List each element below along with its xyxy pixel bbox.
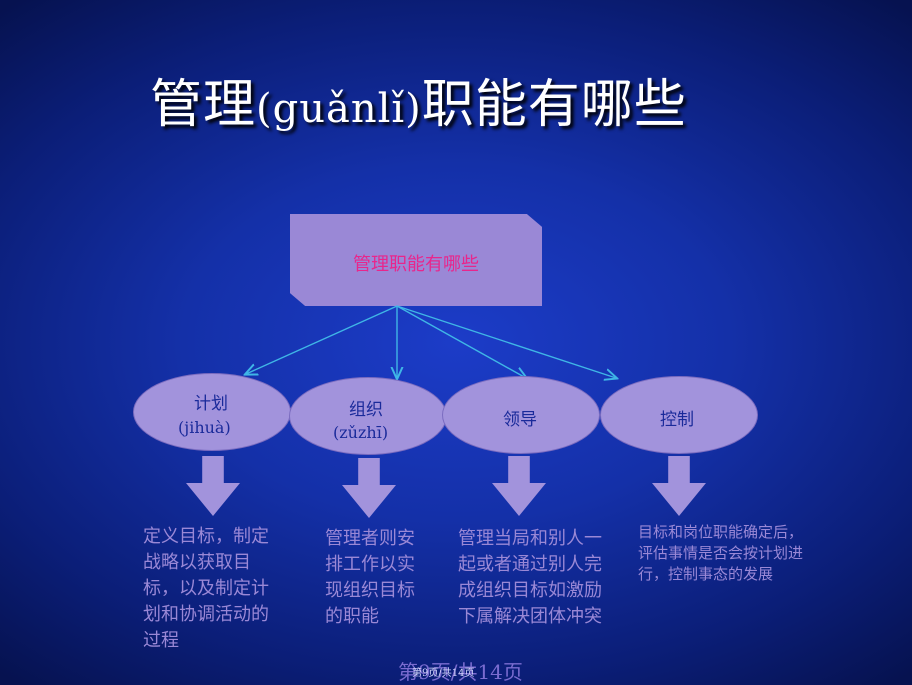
page-title: 管理(guǎnlǐ)职能有哪些 xyxy=(150,62,687,137)
desc-plan: 定义目标，制定战略以获取目标，以及制定计划和协调活动的过程 xyxy=(143,526,269,651)
root-box xyxy=(290,214,542,306)
desc-control: 目标和岗位职能确定后，评估事情是否会按计划进行，控制事态的发展 xyxy=(638,523,804,583)
connector-line-1 xyxy=(246,305,398,374)
title-pinyin: (guǎnlǐ) xyxy=(256,86,422,132)
desc-lead: 管理当局和别人一起或者通过别人完成组织目标如激励下属解决团体冲突 xyxy=(458,528,602,627)
node-control xyxy=(600,376,758,454)
node-organize-label: 组织 xyxy=(349,400,383,420)
page-number-small: 第9页/共14页 xyxy=(412,668,475,679)
node-plan-label: 计划 xyxy=(194,394,228,414)
connector-line-4 xyxy=(396,305,616,378)
node-organize-pinyin: (zǔzhī) xyxy=(333,423,389,442)
node-organize xyxy=(289,377,447,455)
connector-line-3 xyxy=(396,305,526,378)
title-rest: 职能有哪些 xyxy=(421,75,687,135)
node-lead-label: 领导 xyxy=(503,410,537,430)
title-main: 管理 xyxy=(150,75,257,135)
node-control-label: 控制 xyxy=(660,410,694,430)
node-plan xyxy=(133,373,291,451)
page-number: 第9页/共14页 xyxy=(398,660,523,684)
node-plan-pinyin: (jihuà) xyxy=(178,418,231,437)
root-label: 管理职能有哪些 xyxy=(353,254,479,275)
desc-organize: 管理者则安排工作以实现组织目标的职能 xyxy=(325,528,415,627)
node-lead xyxy=(442,376,600,454)
